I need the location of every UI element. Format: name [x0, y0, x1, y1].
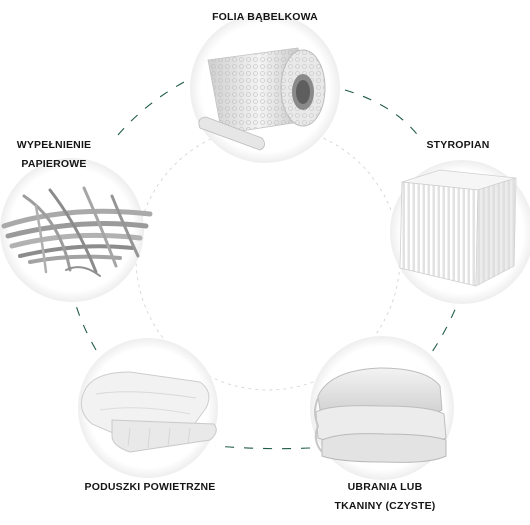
label-ubrania-lub-tkaniny: UBRANIA LUB TKANINY (CZYSTE) [310, 478, 460, 516]
styrofoam-block-icon [399, 169, 517, 287]
label-wypelnienie-line1: WYPEŁNIENIE [16, 139, 92, 151]
label-styropian-line1: STYROPIAN [426, 139, 490, 151]
label-wypelnienie-line2: PAPIEROWE [21, 158, 87, 170]
paper-fill-icon [1, 186, 153, 277]
bubble-wrap-roll-icon [198, 47, 326, 151]
connector-wypelnienie-folia [117, 75, 197, 136]
label-ubrania-line1: UBRANIA LUB [347, 481, 423, 493]
label-poduszki-line1: PODUSZKI POWIETRZNE [84, 481, 216, 493]
connector-poduszki-wypelnienie [73, 297, 97, 351]
label-ubrania-line2: TKANINY (CZYSTE) [334, 500, 436, 512]
label-styropian: STYROPIAN [408, 136, 508, 155]
folded-towel-icon [314, 367, 447, 463]
label-folia-babelkowa: FOLIA BĄBELKOWA [195, 8, 335, 27]
label-wypelnienie-papierowe: WYPEŁNIENIE PAPIEROWE [8, 136, 100, 174]
label-poduszki-powietrzne: PODUSZKI POWIETRZNE [60, 478, 240, 497]
halo-wypelnienie [0, 158, 144, 302]
connector-ubrania-poduszki [214, 445, 311, 450]
connector-folia-styropian [344, 89, 421, 139]
air-cushions-icon [80, 371, 217, 453]
label-folia-line1: FOLIA BĄBELKOWA [212, 11, 318, 23]
